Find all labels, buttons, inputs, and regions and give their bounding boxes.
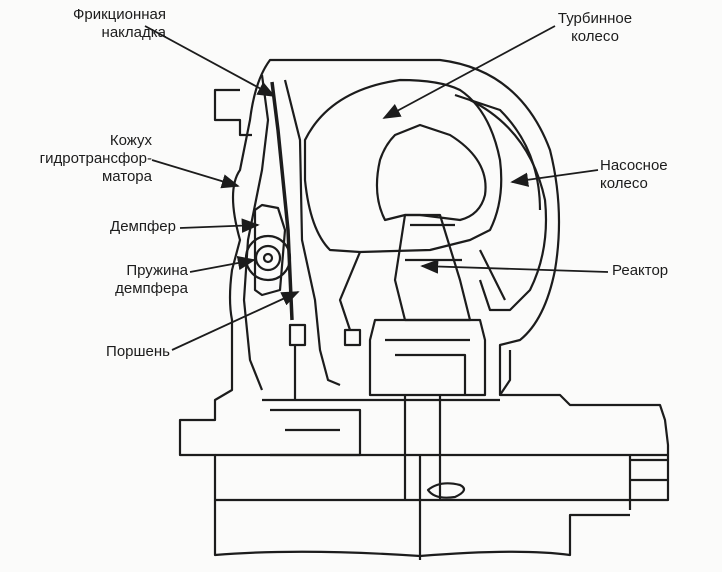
label-line: колесо	[600, 175, 648, 192]
leader-converter-housing	[151, 159, 240, 189]
base-slot	[426, 482, 466, 499]
turbine-inner-torus	[375, 123, 487, 222]
hub-sleeve	[368, 318, 487, 397]
leader-reactor	[420, 259, 609, 274]
leader-lines	[144, 25, 609, 351]
converter-cross-section	[178, 58, 670, 560]
housing-inner-wall	[242, 74, 270, 391]
label-line: Турбинное	[557, 10, 633, 27]
label-reactor: Реактор	[612, 262, 702, 280]
label-line: демпфера	[115, 280, 188, 297]
label-damper-spring: Пружина демпфера	[80, 262, 188, 298]
label-pump-wheel: Насосное колесо	[600, 157, 700, 193]
pump-wheel-shape	[469, 99, 548, 312]
label-line: Насосное	[600, 157, 668, 174]
friction-lining-shape	[270, 81, 294, 321]
leader-pump-wheel	[510, 169, 599, 187]
label-piston: Поршень	[64, 343, 170, 361]
label-line: Кожух	[109, 132, 152, 149]
piston-shape	[283, 79, 341, 387]
label-line: матора	[101, 168, 152, 185]
label-line: накладка	[101, 24, 166, 41]
housing-lug	[213, 88, 252, 137]
label-line: Поршень	[106, 343, 170, 360]
label-friction-lining: Фрикционная накладка	[58, 6, 166, 42]
damper-shape	[253, 203, 287, 297]
leader-piston	[171, 291, 300, 351]
label-line: Пружина	[126, 262, 188, 279]
leader-damper-spring	[189, 255, 256, 273]
turbine-wheel-shape	[303, 78, 503, 254]
label-line: колесо	[571, 28, 619, 45]
label-line: Фрикционная	[72, 6, 166, 23]
leader-damper	[179, 218, 260, 233]
label-turbine-wheel: Турбинное колесо	[535, 10, 655, 46]
label-converter-housing: Кожух гидротрансфор- матора	[18, 132, 152, 186]
output-shaft	[403, 395, 442, 500]
leader-friction-lining	[144, 25, 276, 97]
label-damper: Демпфер	[76, 218, 176, 236]
label-line: Демпфер	[110, 218, 176, 235]
label-line: гидротрансфор-	[39, 150, 152, 167]
label-line: Реактор	[612, 262, 669, 279]
leader-turbine-wheel	[382, 25, 556, 119]
